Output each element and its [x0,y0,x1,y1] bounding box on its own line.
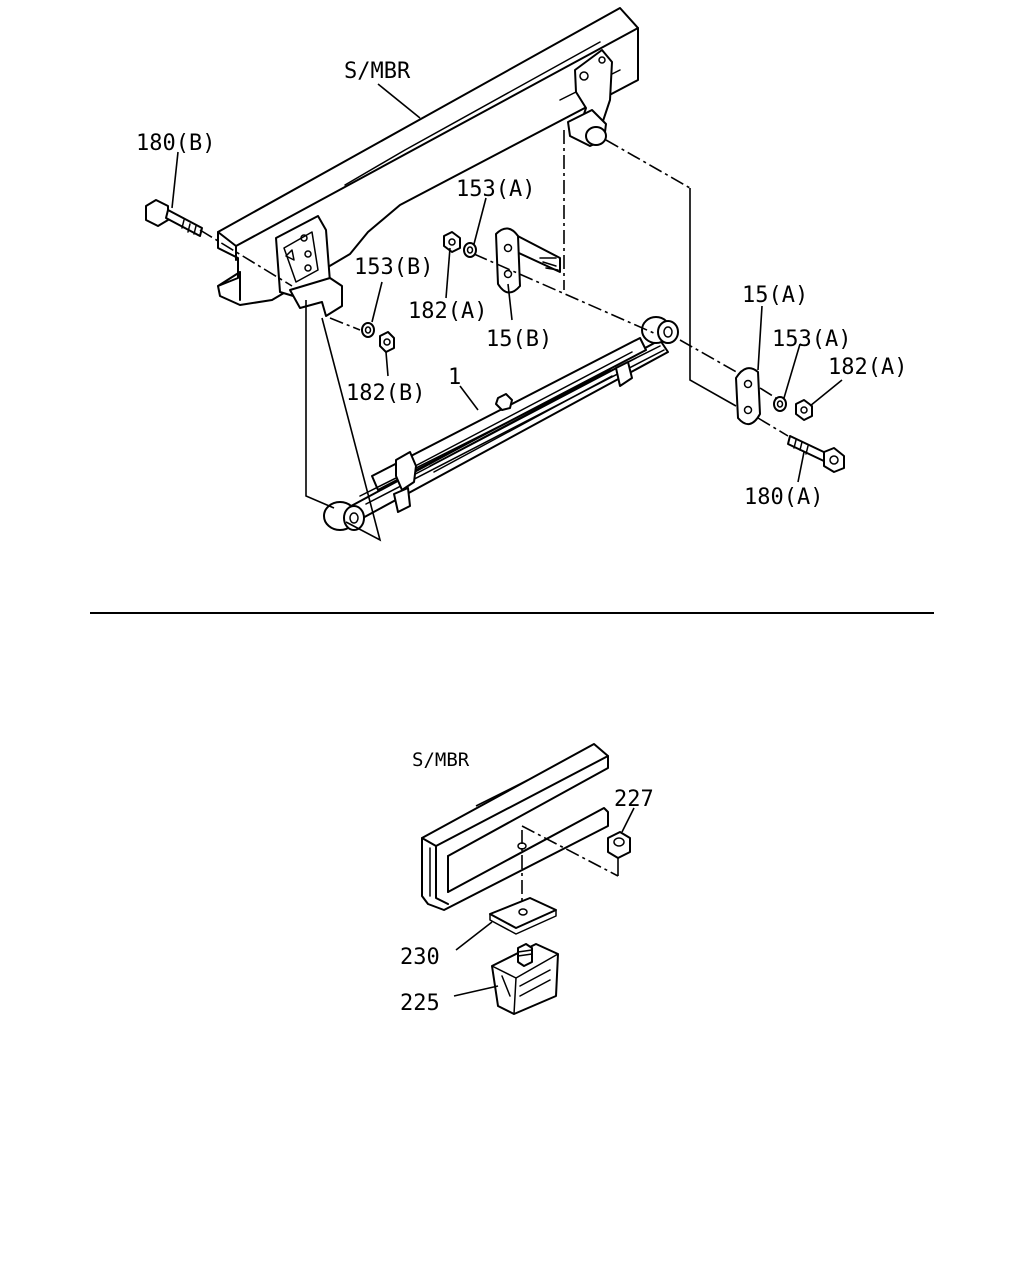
label-182a-right: 182(A) [828,355,907,380]
bumper-225 [491,943,559,1015]
top-diagram: S/MBR 180(B) 153(A) 153(B) 182(A) 15(B) … [136,7,907,542]
assembly-centerlines [199,130,789,542]
label-180b: 180(B) [136,131,215,156]
label-1: 1 [448,365,461,390]
bottom-callout-leaders [453,807,635,997]
label-153a-right: 153(A) [772,327,851,352]
label-180a: 180(A) [744,485,823,510]
label-182a-top: 182(A) [408,299,487,324]
plate-230 [489,897,557,935]
label-227: 227 [614,787,654,812]
label-15b: 15(B) [486,327,552,352]
label-15a: 15(A) [742,283,808,308]
rear-hanger-bracket [567,49,613,147]
shackle-15b [495,227,561,294]
nut-227 [607,831,631,859]
fasteners [145,199,845,473]
label-153a-top: 153(A) [456,177,535,202]
label-225: 225 [400,991,440,1016]
front-hanger-bracket [275,215,343,317]
bottom-centerlines [475,779,619,908]
label-153b: 153(B) [354,255,433,280]
label-230: 230 [400,945,440,970]
leaf-spring [323,316,679,531]
channel-rail [421,743,609,911]
label-smbr-bottom: S/MBR [412,749,470,771]
callout-leaders [171,83,843,483]
shackle-15a [735,367,761,425]
bottom-diagram: S/MBR 227 230 225 [400,743,654,1016]
label-182b: 182(B) [346,381,425,406]
label-smbr-top: S/MBR [344,59,411,84]
